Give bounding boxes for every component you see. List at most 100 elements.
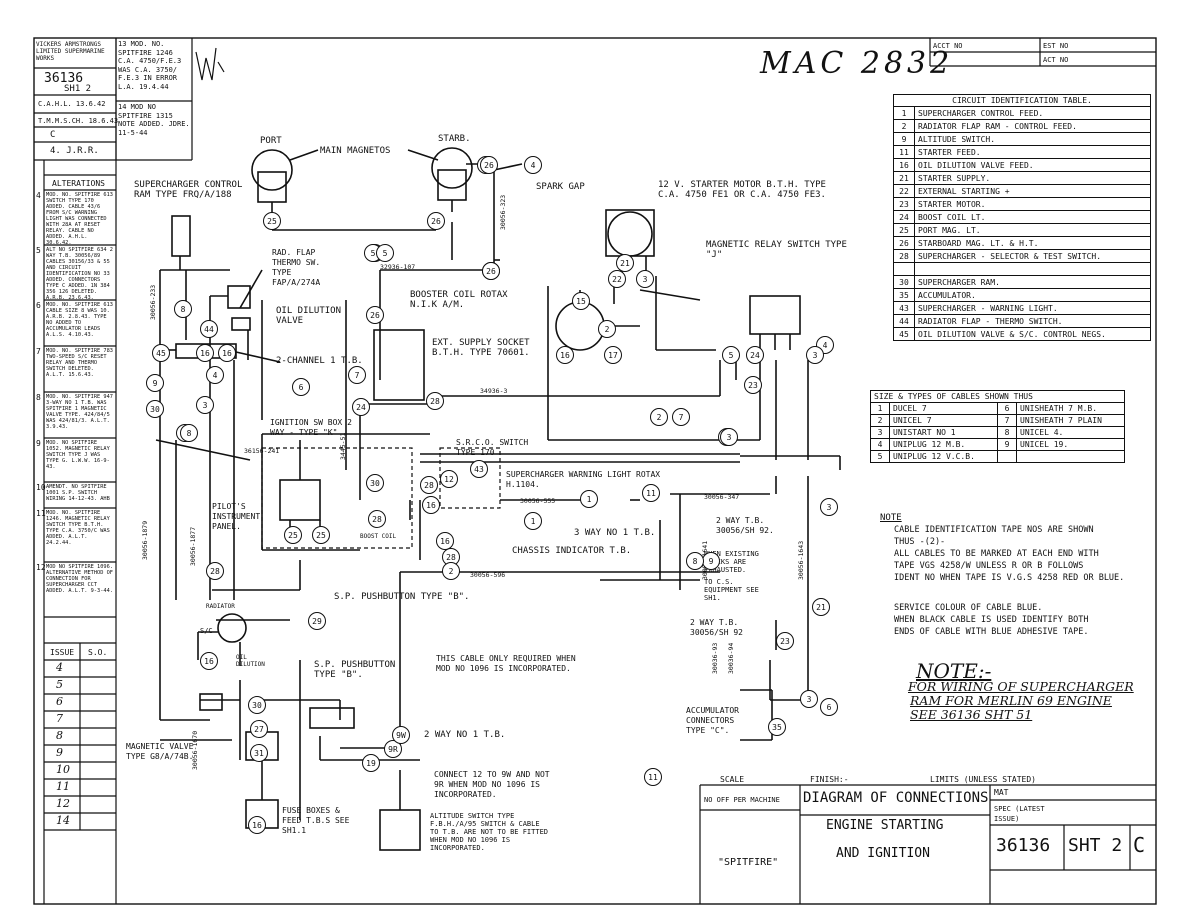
left-column-lines (34, 38, 193, 904)
drawing-number-left: 36136 (44, 71, 84, 86)
circuit-desc: RADIATOR FLAP RAM - CONTROL FEED. (914, 119, 1151, 133)
acct-no: ACCT NO (933, 42, 963, 50)
id-tag: 28 (442, 548, 460, 566)
cable-cell-an: UNICEL 7 (889, 414, 998, 427)
alterations-title: ALTERATIONS (52, 179, 105, 188)
cable-ref: 36156-241 (244, 447, 280, 455)
alteration-id: 9 (36, 439, 41, 448)
circuit-desc: STARTER MOTOR. (914, 197, 1151, 211)
circuit-id: 35 (893, 288, 915, 302)
id-tag: 43 (470, 460, 488, 478)
id-tag: 26 (366, 306, 384, 324)
note-title: NOTE (880, 513, 902, 523)
id-tag: 25 (263, 212, 281, 230)
acct-box (929, 38, 1156, 67)
issue-entry: 8 (56, 729, 63, 742)
id-tag: 28 (368, 510, 386, 528)
label-two-way-tb: 2 WAY T.B. 30056/SH 92. (716, 516, 774, 535)
circuit-id: 25 (893, 223, 915, 237)
id-tag: 16 (436, 532, 454, 550)
id-tag: 23 (776, 632, 794, 650)
id-tag: 12 (440, 470, 458, 488)
circuit-desc: ALTITUDE SWITCH. (914, 132, 1151, 146)
alteration-11: MOD. NO. SPITFIRE 1246. MAGNETIC RELAY S… (46, 510, 110, 546)
label-oil-small: OIL DILUTION (236, 654, 265, 668)
id-tag: 8 (180, 424, 198, 442)
alteration-id: 8 (36, 393, 41, 402)
circuit-desc: OIL DILUTION VALVE FEED. (914, 158, 1151, 172)
id-tag: 19 (362, 754, 380, 772)
cable-ref: 30056-323 (499, 194, 507, 230)
circuit-desc: ACCUMULATOR. (914, 288, 1151, 302)
alteration-id: 11 (36, 509, 46, 518)
circuit-row (893, 262, 1151, 276)
label-oil-dilution: OIL DILUTION VALVE (276, 306, 342, 326)
circuit-table-title: CIRCUIT IDENTIFICATION TABLE. (893, 94, 1151, 107)
id-tag: 24 (746, 346, 764, 364)
label-sp-pushbutton-b: S.P. PUSHBUTTON TYPE "B". (334, 592, 470, 602)
id-tag: 28 (426, 392, 444, 410)
drawing-title: DIAGRAM OF CONNECTIONS (803, 790, 989, 806)
cable-ref: 3445-51 (339, 432, 347, 460)
cable-cell-b: 6 (997, 402, 1017, 415)
label-radiator: RADIATOR (206, 603, 235, 610)
id-tag: 4 (524, 156, 542, 174)
sheet-left: SH1 2 (64, 84, 92, 94)
label-booster-coil: BOOSTER COIL ROTAX N.I.K A/M. (410, 290, 508, 310)
note-line: THUS -(2)- (894, 537, 946, 547)
issue-entry: 5 (56, 678, 63, 691)
label-magnetic-relay: MAGNETIC RELAY SWITCH TYPE "J" (706, 240, 847, 260)
label-altitude: ALTITUDE SWITCH TYPE F.B.H./A/95 SWITCH … (430, 812, 549, 852)
label-sc: S/C (200, 627, 213, 635)
id-tag: 30 (146, 400, 164, 418)
circuit-desc: OIL DILUTION VALVE & S/C. CONTROL NEGS. (914, 327, 1151, 341)
issue-entry: 12 (56, 797, 70, 810)
id-tag: 3 (800, 690, 818, 708)
cable-cell-bn: UNICEL 19. (1016, 438, 1125, 451)
id-tag: 21 (812, 598, 830, 616)
cable-ref: 30056-347 (704, 493, 740, 501)
note-line: IDENT NO WHEN TAPE IS V.G.S 4258 RED OR … (894, 573, 1125, 583)
label-starb: STARB. (438, 134, 471, 144)
drawing-subtitle-1: ENGINE STARTING (826, 818, 944, 833)
cable-cell-a: 3 (870, 426, 890, 439)
label-sro-switch: S.R.C.O. SWITCH TYPE 170 (456, 438, 529, 457)
alteration-id: 7 (36, 347, 41, 356)
id-tag: 3 (636, 270, 654, 288)
id-tag: 28 (420, 476, 438, 494)
circuit-desc: SUPERCHARGER CONTROL FEED. (914, 106, 1151, 120)
id-tag: 9 (146, 374, 164, 392)
cable-ref: 34936-3 (480, 387, 508, 395)
circuit-desc: STARTER SUPPLY. (914, 171, 1151, 185)
cable-cell-a: 5 (870, 450, 890, 463)
id-tag: 8 (174, 300, 192, 318)
note-line: CABLE IDENTIFICATION TAPE NOS ARE SHOWN (894, 525, 1094, 535)
alteration-id: 12 (36, 563, 46, 572)
id-tag: 16 (248, 816, 266, 834)
label-two-way-no1: 2 WAY NO 1 T.B. (424, 730, 506, 740)
alteration-10: AMENDT. NO SPITFIRE 1001 S.P. SWITCH WIR… (46, 484, 110, 502)
circuit-desc: PORT MAG. LT. (914, 223, 1151, 237)
no-off-label: NO OFF PER MACHINE (704, 796, 780, 804)
circuit-id: 24 (893, 210, 915, 224)
cable-ref: 30036-93 (711, 642, 719, 674)
cable-ref: 30036-94 (727, 642, 735, 674)
initials-scribble (195, 47, 225, 81)
label-supercharger-ram: SUPERCHARGER CONTROL RAM TYPE FRQ/A/188 (134, 180, 243, 200)
label-when-existing: WHEN EXISTING STOCKS ARE EXHAUSTED. (704, 550, 759, 574)
label-chassis: CHASSIS INDICATOR T.B. (512, 546, 632, 556)
traced-label: T.M.M.S.CH. 18.6.43 (38, 117, 119, 125)
id-tag: 1 (580, 490, 598, 508)
note2-line: RAM FOR MERLIN 69 ENGINE (910, 693, 1112, 708)
